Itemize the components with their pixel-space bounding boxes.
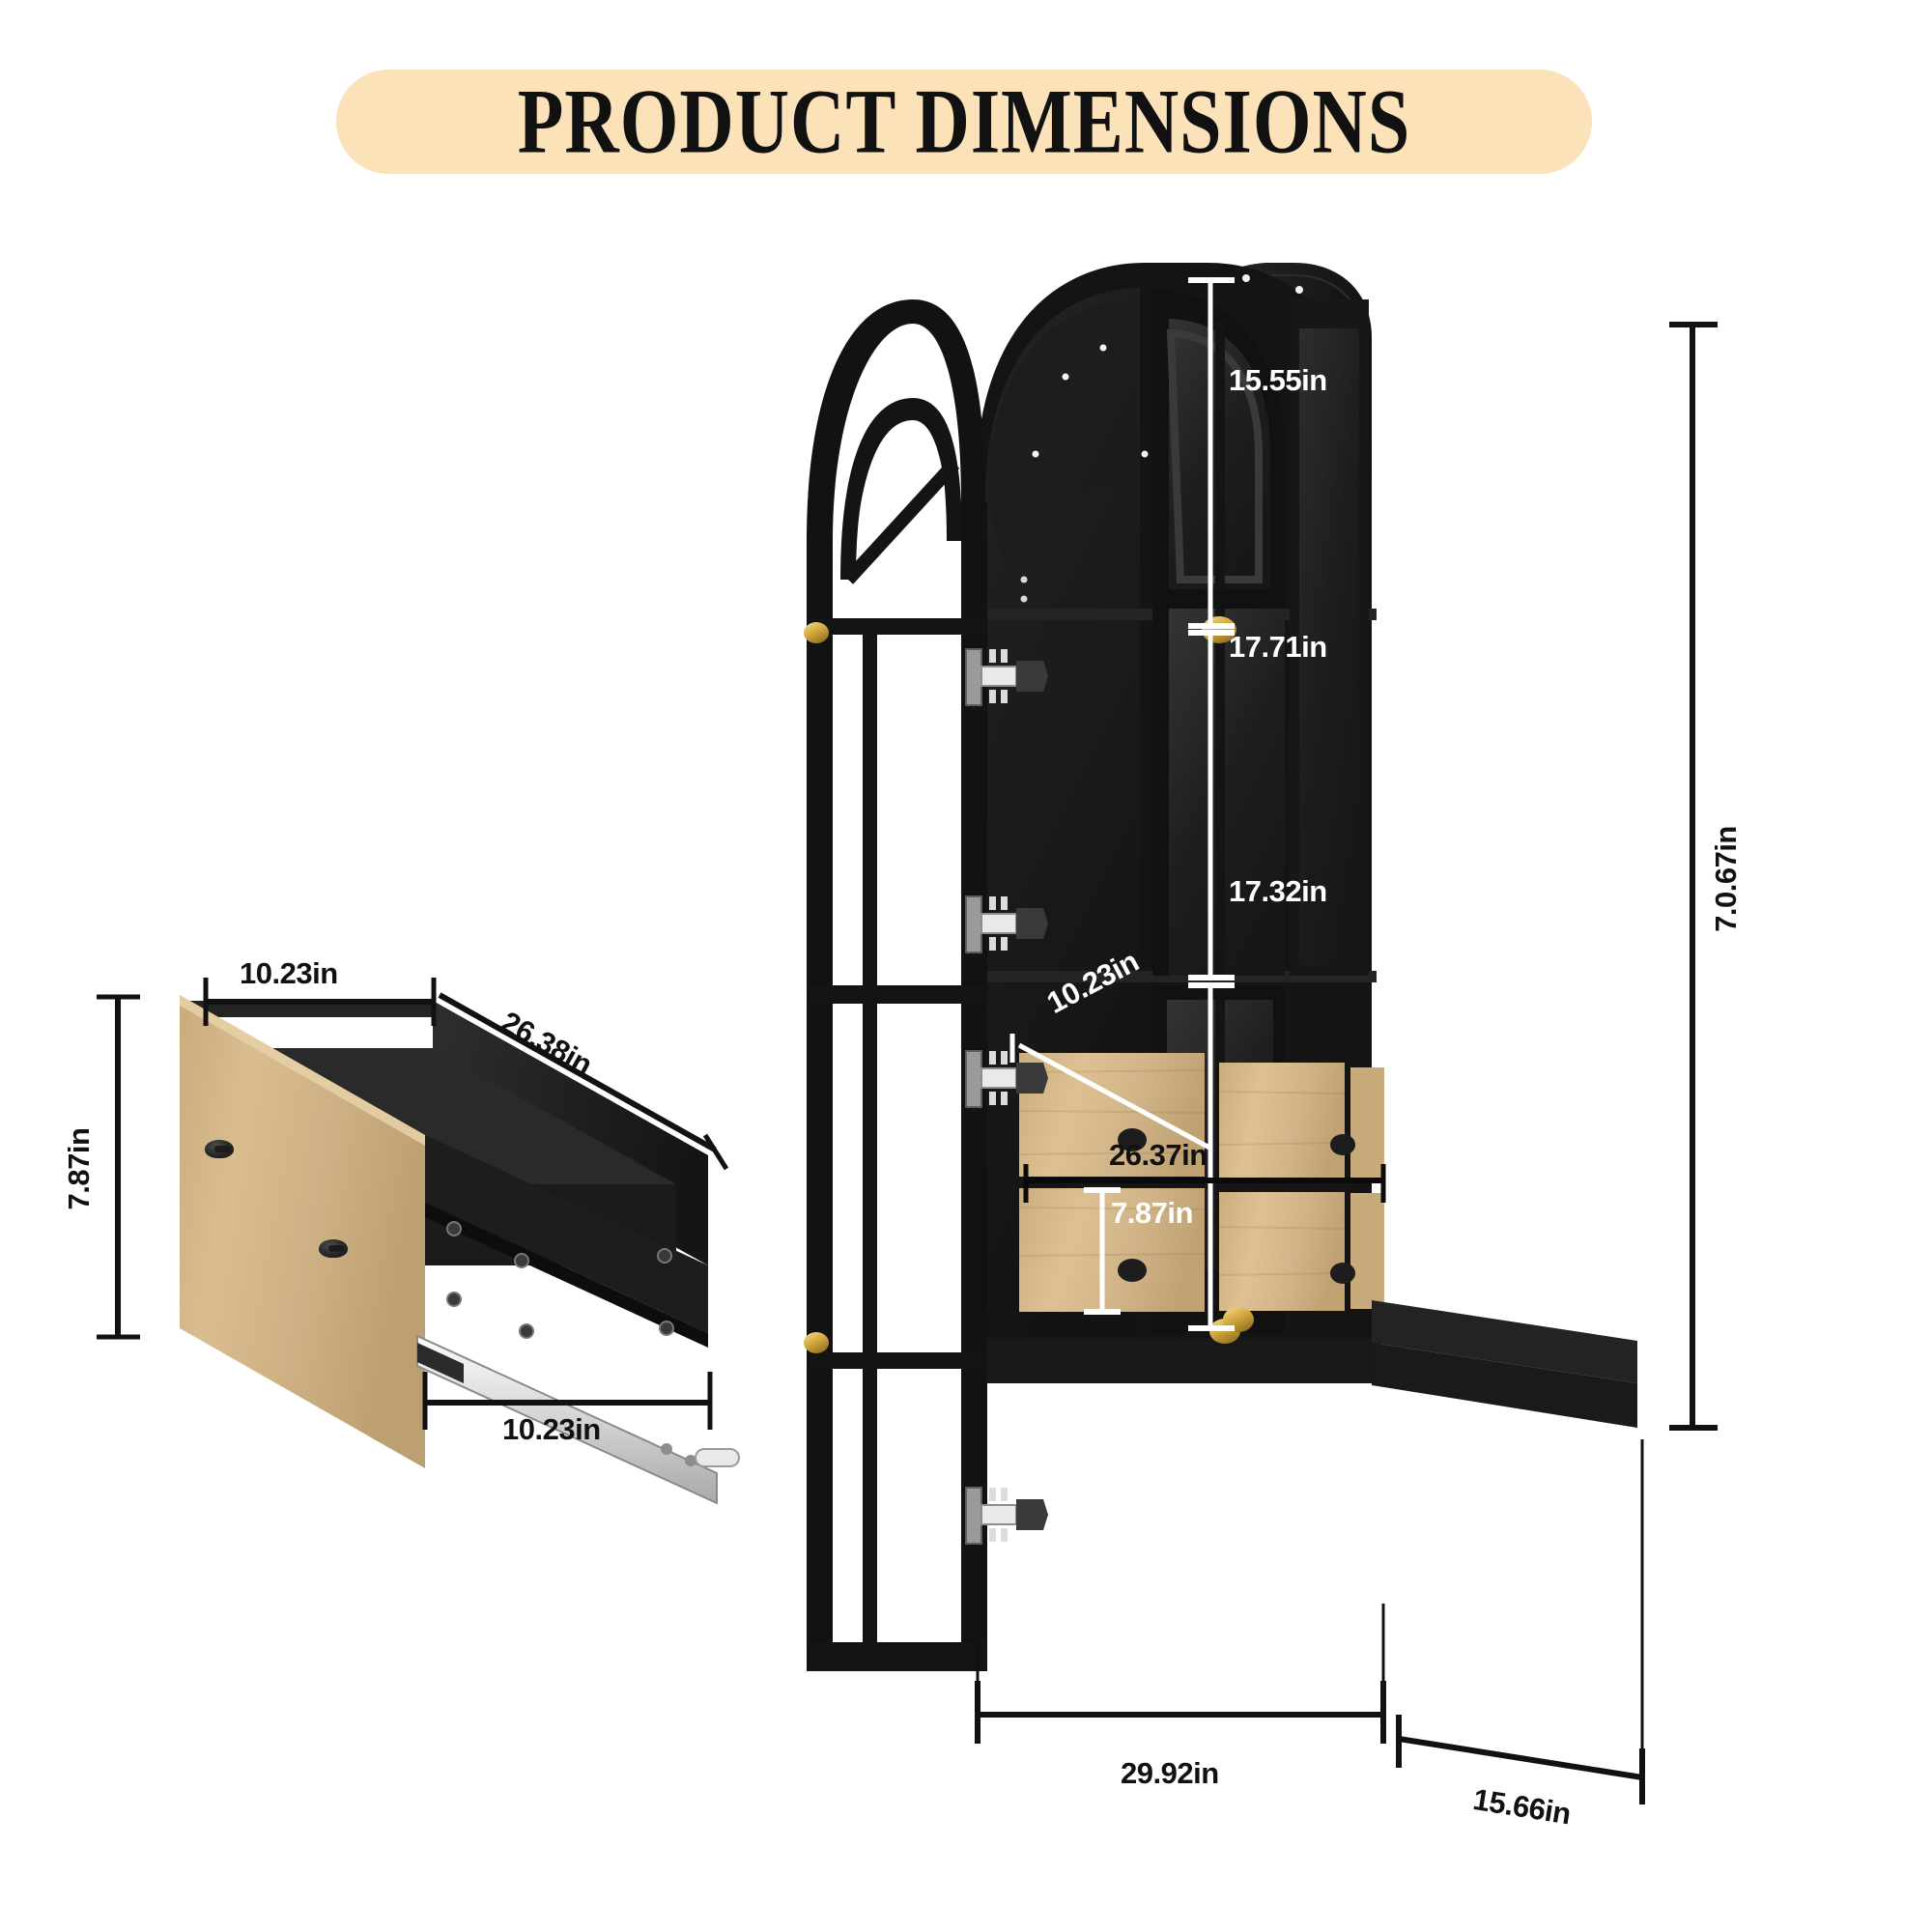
glass-pane	[1169, 609, 1285, 976]
dim-tick	[702, 1133, 729, 1171]
hinge-icon	[965, 648, 1048, 706]
overall-width-label: 29.92in	[1121, 1756, 1219, 1790]
rail-tip	[695, 1448, 740, 1467]
drawer-top-width-label: 10.23in	[240, 956, 338, 990]
door-mullion	[863, 618, 877, 1652]
drawer-detail-group: 10.23in 26.38in 7.87in 10.23in	[0, 0, 773, 1932]
rail-end-cap	[417, 1343, 464, 1383]
screw-icon	[514, 1253, 529, 1268]
hinge-icon	[965, 895, 1048, 953]
top-compartment-height-label: 15.55in	[1229, 363, 1327, 397]
screw-icon	[446, 1221, 462, 1236]
drawer-knob-icon	[319, 1239, 348, 1258]
drawer-knob-icon	[1330, 1134, 1355, 1155]
drawer-wood-front	[180, 995, 425, 1468]
screw-dot-icon	[1032, 450, 1039, 458]
gold-knob-icon	[804, 622, 829, 643]
drawer-wood-top-edge	[180, 995, 425, 1146]
dim-line-white	[1017, 1042, 1211, 1151]
screw-dot-icon	[1020, 576, 1028, 583]
mullion-vertical	[1215, 321, 1225, 591]
page-title: PRODUCT DIMENSIONS	[517, 70, 1411, 173]
cabinet-drawer-side-sliver	[1350, 1193, 1384, 1309]
screw-dot-icon	[1141, 450, 1149, 458]
rail-screw-icon	[685, 1455, 696, 1466]
cabinet-drawer-front-upper-right	[1219, 1063, 1345, 1183]
drawer-knob-icon	[205, 1140, 234, 1158]
screw-dot-icon	[1020, 595, 1028, 603]
cabinet-base-right	[1372, 1343, 1637, 1428]
drawer-knob-icon	[1330, 1263, 1355, 1284]
lower-compartment-height-label: 17.32in	[1229, 874, 1327, 908]
drawer-illustration	[97, 978, 740, 1505]
door-left-stile	[807, 541, 833, 1671]
cabinet-drawer-front-width-label: 26.37in	[1109, 1138, 1208, 1172]
hinge-icon	[965, 1487, 1048, 1545]
door-arch-cross	[842, 459, 960, 584]
screw-dot-icon	[1099, 344, 1107, 352]
gold-knob-icon	[804, 1332, 829, 1353]
screw-dot-icon	[1062, 373, 1069, 381]
screw-dot-icon	[1295, 286, 1303, 294]
title-banner: PRODUCT DIMENSIONS	[336, 70, 1592, 174]
cabinet-drawer-side-sliver	[1350, 1067, 1384, 1183]
cabinet-drawer-front-height-label: 7.87in	[1111, 1196, 1193, 1230]
middle-compartment-height-label: 17.71in	[1229, 630, 1327, 664]
wood-grain-overlay	[1018, 1069, 1346, 1276]
drawer-knob-icon	[1118, 1128, 1147, 1151]
screw-icon	[657, 1248, 672, 1264]
glass-pane	[1299, 328, 1359, 966]
cabinet-interior-arch-shading	[987, 299, 1138, 599]
open-left-door	[807, 299, 987, 1671]
cabinet-base-right-upper	[1372, 1300, 1637, 1383]
cabinet-drawer-front-lower-left	[1019, 1186, 1205, 1312]
dim-line	[1398, 1736, 1643, 1780]
hinge-icon	[965, 1050, 1048, 1108]
door-rail	[810, 1352, 985, 1369]
drawer-bottom-edge	[425, 1203, 708, 1348]
mullion-arch	[1166, 328, 1263, 583]
door-rail	[810, 985, 985, 1004]
dim-line	[438, 992, 717, 1152]
drawer-bottom-side	[425, 1135, 708, 1333]
cabinet-drawer-front-upper-left	[1019, 1053, 1205, 1179]
overall-height-label: 7.0.67in	[1709, 826, 1743, 932]
door-bottom-rail	[810, 1642, 987, 1671]
screw-icon	[519, 1323, 534, 1339]
cabinet-drawer-front-lower-right	[1219, 1190, 1345, 1311]
door-inner-arc	[845, 410, 957, 561]
drawer-knob-icon	[1118, 1259, 1147, 1282]
mullion-vertical	[1215, 609, 1225, 976]
screw-dot-icon	[1242, 274, 1250, 282]
drawer-interior-back	[220, 1048, 676, 1184]
cabinet-plinth	[978, 1338, 1372, 1383]
screw-icon	[659, 1321, 674, 1336]
rail-screw-icon	[661, 1443, 672, 1455]
screw-icon	[446, 1292, 462, 1307]
drawer-bottom-width-label: 10.23in	[502, 1412, 601, 1446]
door-rail	[810, 618, 985, 635]
